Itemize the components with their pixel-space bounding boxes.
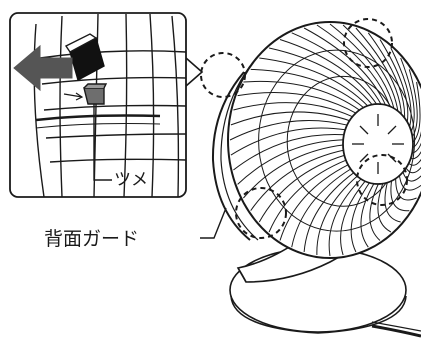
- guard-rib: [350, 181, 371, 253]
- guard-rib: [243, 80, 361, 112]
- guard-rib: [402, 170, 421, 182]
- guard-rib: [229, 119, 349, 141]
- guard-rib: [268, 47, 374, 106]
- guard-rib: [340, 180, 367, 256]
- pull-direction-arrow: [13, 44, 73, 92]
- fan-illustration: [200, 18, 421, 338]
- callout-pointer: [185, 57, 204, 87]
- guard-rib: [250, 149, 345, 211]
- guard-rib: [355, 27, 402, 116]
- guard-rib: [259, 57, 369, 107]
- guard-rib: [291, 168, 352, 248]
- claw-label: ツメ: [114, 170, 148, 190]
- guard-rib: [405, 166, 421, 174]
- guard-rib: [279, 39, 378, 106]
- claw-highlight-circles: [200, 18, 408, 239]
- guard-rib: [398, 174, 421, 191]
- guard-rib: [233, 133, 346, 171]
- guard-rib: [329, 23, 395, 110]
- guard-rib: [390, 179, 410, 212]
- claw-highlight-right: [356, 154, 408, 206]
- guard-ring: [258, 49, 416, 232]
- guard-rib: [379, 39, 409, 124]
- guard-rib: [303, 171, 355, 253]
- guard-rib: [407, 158, 421, 166]
- power-cord: [371, 324, 421, 338]
- rear-guard-label: 背面ガード: [44, 228, 140, 250]
- claw-highlight-top-right: [343, 18, 393, 68]
- claw-detail-callout: [9, 12, 204, 198]
- guard-rib: [400, 57, 415, 134]
- guard-rib: [316, 24, 391, 108]
- guard-rib: [279, 163, 350, 241]
- guard-rib: [411, 130, 421, 149]
- guard-rib: [390, 47, 412, 129]
- guard-rib: [328, 177, 363, 257]
- guard-rib: [316, 175, 359, 256]
- guard-rib: [237, 139, 345, 185]
- guard-rib: [268, 159, 348, 233]
- guard-rib: [233, 102, 354, 118]
- guard-rib: [367, 32, 406, 120]
- guard-rib: [250, 68, 365, 109]
- claw-part: [83, 87, 105, 105]
- guard-rib: [369, 182, 381, 241]
- fan-base-edge: [230, 295, 407, 334]
- claw-highlight-bottom: [235, 187, 287, 239]
- guard-rib: [258, 154, 346, 223]
- claw-highlight-top-left: [200, 52, 246, 98]
- guard-rib: [230, 111, 351, 126]
- guard-rib: [342, 24, 399, 113]
- guard-rib: [408, 69, 418, 139]
- guard-rib: [230, 127, 347, 156]
- center-hub: [342, 103, 414, 185]
- claw-leader-line: [93, 104, 112, 181]
- guard-rib: [291, 32, 383, 106]
- rear-guard-leader-line: [200, 207, 227, 239]
- guard-rib: [384, 181, 401, 223]
- guard-rib: [237, 91, 357, 115]
- guard-rib: [360, 182, 375, 248]
- guard-rib: [303, 27, 387, 107]
